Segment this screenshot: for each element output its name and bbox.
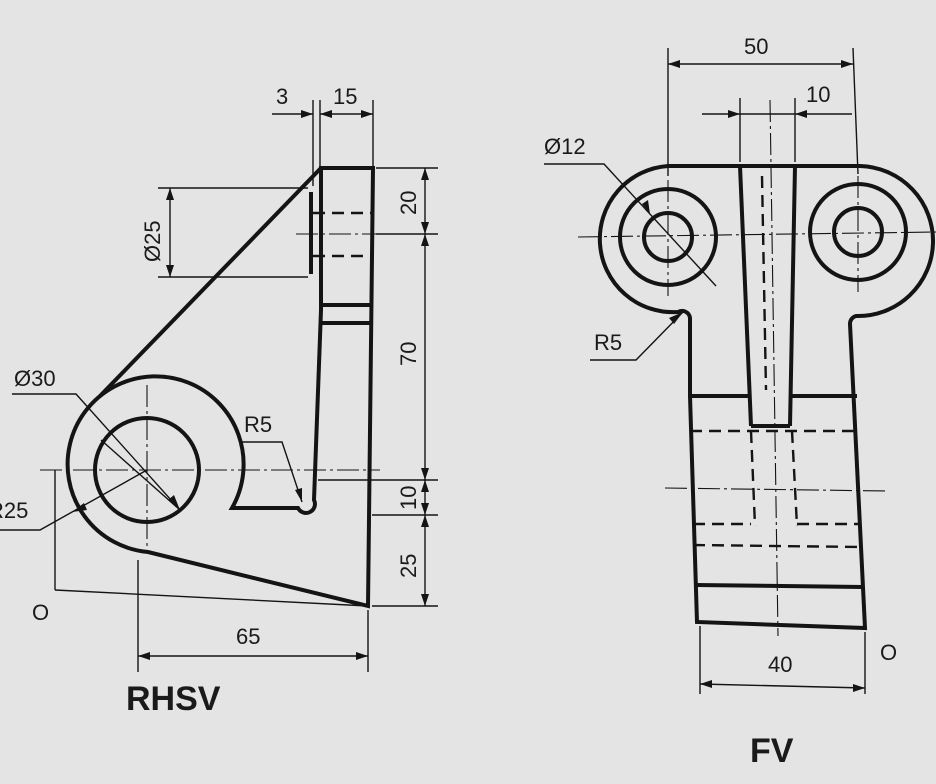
fv-dim-40: 40 (768, 652, 792, 677)
fv-boss-right (808, 182, 908, 282)
rhsv-dim-15: 15 (333, 84, 357, 109)
rhsv-dim-dia25: Ø25 (140, 220, 165, 262)
rhsv-rib-line (98, 166, 323, 398)
rhsv-dim-dia30: Ø30 (14, 366, 56, 391)
rhsv-dim-r25: R25 (0, 498, 28, 523)
fv-slot-right (788, 165, 797, 427)
rhsv-origin: O (32, 600, 49, 625)
rhsv-dim-70: 70 (396, 342, 421, 366)
fv-dim-10: 10 (806, 82, 830, 107)
fv-origin: O (880, 640, 897, 665)
rhsv-outline (65, 166, 376, 609)
rhsv-dim-3: 3 (276, 84, 288, 109)
rhsv-title: RHSV (126, 680, 221, 718)
fv-dim-50: 50 (744, 34, 768, 59)
fv-title: FV (750, 732, 794, 770)
fv-outline (597, 164, 936, 631)
fv-slot-left (738, 165, 753, 427)
rhsv-dim-25: 25 (396, 554, 421, 578)
fv-view: 50 10 Ø12 R5 40 O FV (544, 34, 936, 770)
rhsv-dim-r5: R5 (244, 412, 272, 437)
fv-dim-dia12: Ø12 (544, 134, 586, 159)
rhsv-dim-65: 65 (236, 624, 260, 649)
rhsv-view: 3 15 20 70 10 25 Ø25 Ø30 R5 R25 65 O RHS… (0, 84, 438, 718)
rhsv-dim-20: 20 (396, 191, 421, 215)
fv-base-line (694, 583, 864, 589)
fv-dim-r5: R5 (594, 330, 622, 355)
rhsv-dim-10: 10 (396, 486, 421, 510)
